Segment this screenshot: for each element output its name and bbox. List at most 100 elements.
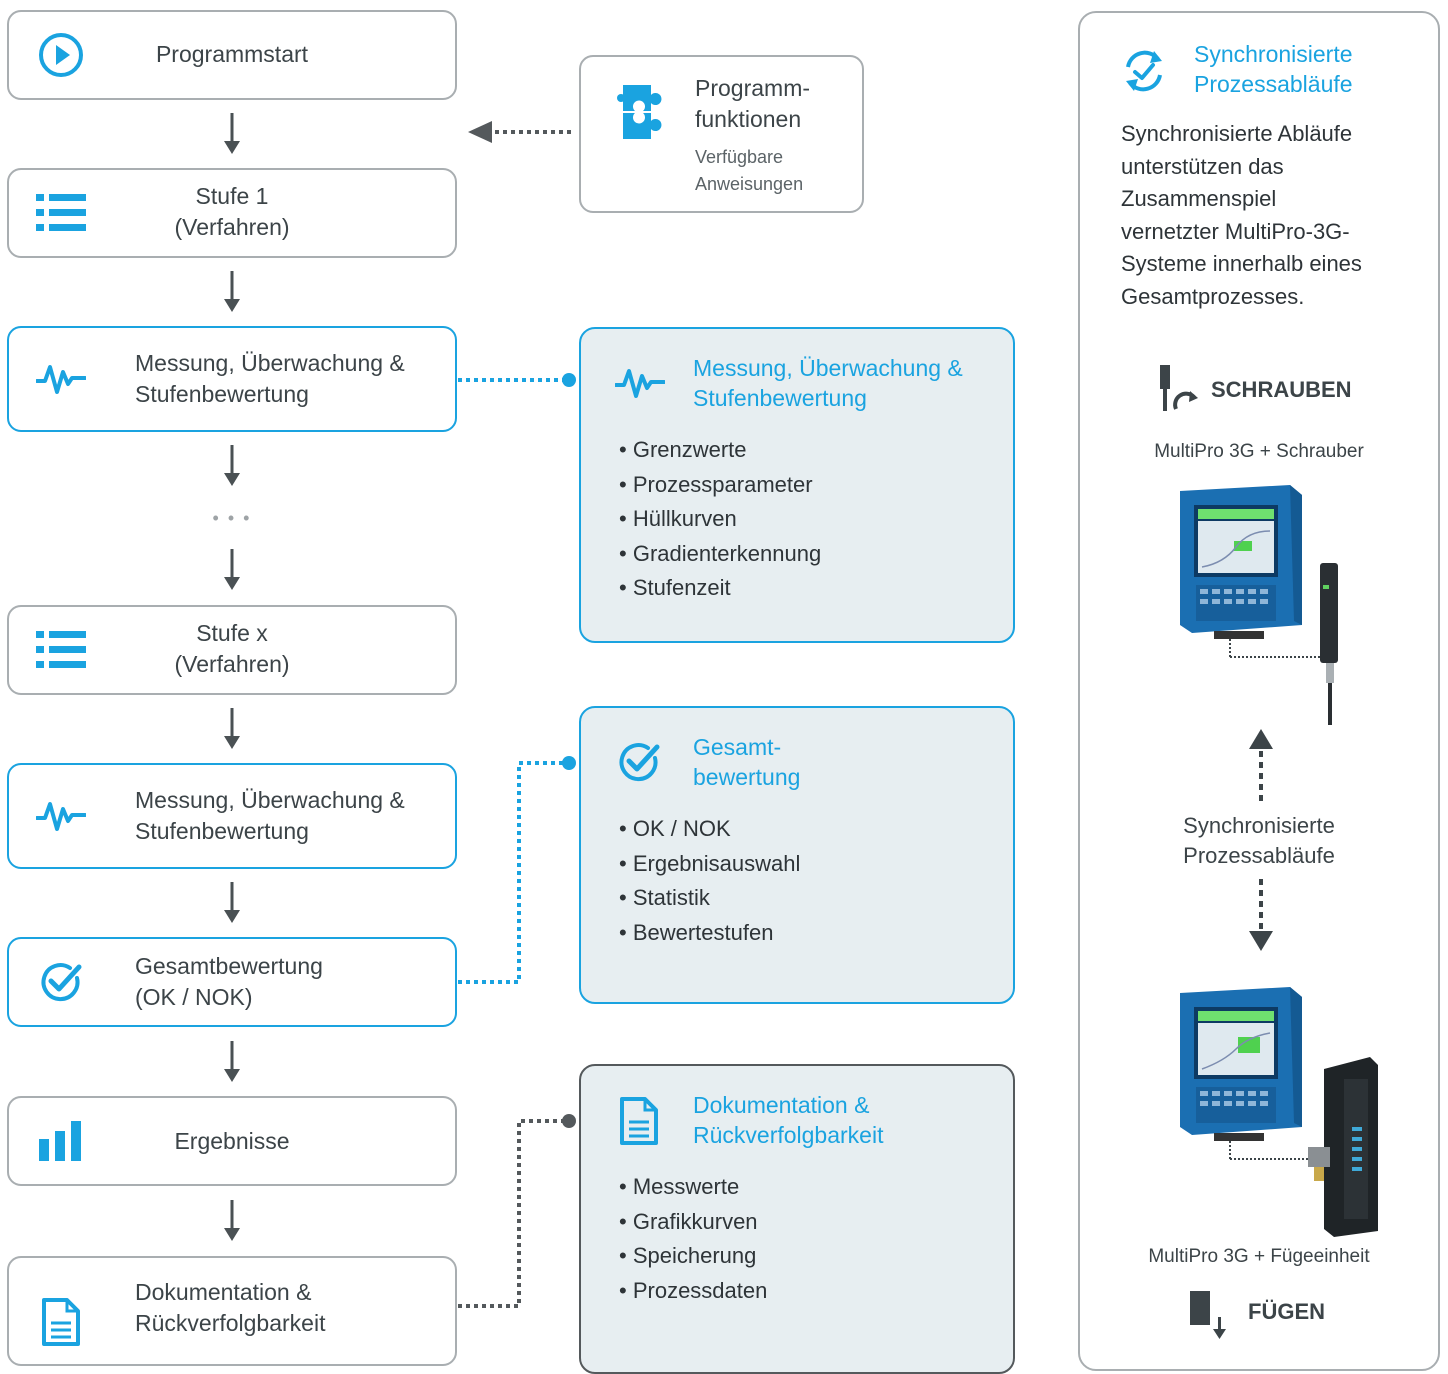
step-documentation: Dokumentation & Rückverfolgbarkeit [7, 1256, 457, 1366]
panel-documentation: Dokumentation & Rückverfolgbarkeit Messw… [579, 1064, 1015, 1374]
sidebar-title-line: Synchronisierte [1194, 41, 1353, 67]
list-item: Gradienterkennung [619, 537, 821, 572]
step-label: Messung, Überwachung & Stufenbewertung [135, 348, 405, 410]
connector-documentation [458, 1119, 566, 1308]
down-arrow-icon [224, 113, 240, 154]
list-item: Stufenzeit [619, 571, 821, 606]
press-icon [1190, 1291, 1232, 1346]
step-label-line: (Verfahren) [174, 214, 290, 240]
description-line: unterstützen das [1121, 153, 1284, 179]
step-label-line: (OK / NOK) [135, 984, 253, 1010]
step-label-line: Stufe 1 [195, 183, 269, 209]
description-line: Systeme innerhalb eines [1121, 251, 1362, 276]
sidebar-description: Synchronisierte Abläufe unterstützen das… [1121, 118, 1362, 313]
sync-label-line: Synchronisierte [1183, 813, 1335, 838]
screwdriver-icon [1154, 365, 1202, 418]
step-label: Programmstart [155, 41, 309, 67]
panel-title: Gesamt- bewertung [693, 732, 800, 792]
joining-caption: MultiPro 3G + Fügeeinheit [1148, 1246, 1370, 1267]
up-arrow-icon [1248, 727, 1274, 812]
functions-title: Programm- funktionen [695, 73, 810, 135]
panel-title-line: Gesamt- [693, 734, 782, 760]
panel-title-line: Rückverfolgbarkeit [693, 1122, 884, 1148]
program-functions-box: Programm- funktionen Verfügbare Anweisun… [579, 55, 864, 213]
step-label: Gesamtbewertung (OK / NOK) [135, 951, 323, 1013]
panel-title: Messung, Überwachung & Stufenbewertung [693, 353, 963, 413]
panel-title: Dokumentation & Rückverfolgbarkeit [693, 1090, 883, 1150]
pulse-icon [33, 351, 89, 407]
step-measurement-2: Messung, Überwachung & Stufenbewertung [7, 763, 457, 869]
document-icon [619, 1096, 669, 1146]
down-arrow-icon [224, 1041, 240, 1082]
list-item: Bewertestufen [619, 916, 800, 951]
panel-title-line: Dokumentation & [693, 1092, 870, 1118]
list-item: Grenzwerte [619, 433, 821, 468]
sync-label: Synchronisierte Prozessabläufe [1080, 811, 1438, 871]
list-item: Ergebnisauswahl [619, 847, 801, 882]
list-item: OK / NOK [619, 812, 800, 847]
step-label-line: (Verfahren) [174, 651, 290, 677]
down-arrow-icon [224, 445, 240, 486]
list-item: Statistik [619, 881, 800, 916]
check-circle-icon [33, 954, 89, 1010]
functions-title-line: Programm- [695, 75, 811, 101]
step-label-line: Stufe x [196, 620, 268, 646]
down-arrow-icon [224, 1200, 240, 1241]
play-icon [33, 27, 89, 83]
step-total-evaluation: Gesamtbewertung (OK / NOK) [7, 937, 457, 1027]
down-arrow-icon [224, 708, 240, 749]
description-line: Synchronisierte Abläufe [1121, 121, 1353, 146]
description-line: vernetzter MultiPro-3G- [1121, 218, 1350, 244]
connector-evaluation [458, 761, 566, 984]
sync-icon [1118, 45, 1170, 102]
step-label-line: Dokumentation & [135, 1279, 312, 1305]
step-label-line: Messung, Überwachung & [135, 787, 405, 813]
down-arrow-icon [224, 882, 240, 923]
panel-title-line: Stufenbewertung [693, 385, 867, 411]
document-icon [33, 1294, 89, 1350]
screwing-label: SCHRAUBEN [1211, 377, 1352, 402]
list-item: Prozessparameter [619, 468, 821, 503]
bar-chart-icon [33, 1113, 89, 1169]
panel-list: Messwerte Grafikkurven Speicherung Proze… [619, 1170, 768, 1309]
step-program-start: Programmstart [7, 10, 457, 100]
controller-device-image [1174, 485, 1344, 730]
left-arrow-icon [468, 121, 492, 143]
list-item: Speicherung [619, 1239, 767, 1274]
step-label-line: Rückverfolgbarkeit [135, 1310, 326, 1336]
step-label-line: Messung, Überwachung & [135, 350, 405, 376]
ellipsis: • • • [212, 508, 252, 528]
pulse-icon [33, 788, 89, 844]
panel-measurement: Messung, Überwachung & Stufenbewertung G… [579, 327, 1015, 643]
panel-list: Grenzwerte Prozessparameter Hüllkurven G… [619, 433, 821, 606]
check-circle-icon [615, 738, 665, 788]
down-arrow-icon [224, 271, 240, 312]
step-stage-1: Stufe 1 (Verfahren) [7, 168, 457, 258]
list-item: Messwerte [619, 1170, 767, 1205]
description-line: Zusammenspiel [1121, 186, 1277, 211]
list-item: Prozessdaten [619, 1274, 768, 1309]
list-item: Grafikkurven [619, 1205, 767, 1240]
functions-title-line: funktionen [695, 106, 802, 132]
step-label-line: Stufenbewertung [135, 818, 309, 844]
step-label: Dokumentation & Rückverfolgbarkeit [135, 1277, 325, 1339]
panel-list: OK / NOK Ergebnisauswahl Statistik Bewer… [619, 812, 801, 951]
list-item: Hüllkurven [619, 502, 821, 537]
joining-label: FÜGEN [1248, 1299, 1325, 1324]
down-arrow-icon [224, 549, 240, 590]
pulse-icon [614, 357, 666, 407]
step-results: Ergebnisse [7, 1096, 457, 1186]
list-icon [33, 622, 89, 678]
step-label: Ergebnisse [174, 1128, 290, 1154]
step-measurement-1: Messung, Überwachung & Stufenbewertung [7, 326, 457, 432]
step-label-line: Gesamtbewertung [135, 953, 323, 979]
step-label: Messung, Überwachung & Stufenbewertung [135, 785, 405, 847]
panel-total-evaluation: Gesamt- bewertung OK / NOK Ergebnisauswa… [579, 706, 1015, 1004]
down-arrow-icon [1248, 879, 1274, 958]
functions-subtitle-line: Anweisungen [695, 174, 804, 194]
functions-subtitle-line: Verfügbare [695, 147, 784, 167]
step-label: Stufe x (Verfahren) [9, 618, 455, 680]
sidebar-sync: Synchronisierte Prozessabläufe Synchroni… [1078, 11, 1440, 1371]
panel-title-line: Messung, Überwachung & [693, 355, 963, 381]
